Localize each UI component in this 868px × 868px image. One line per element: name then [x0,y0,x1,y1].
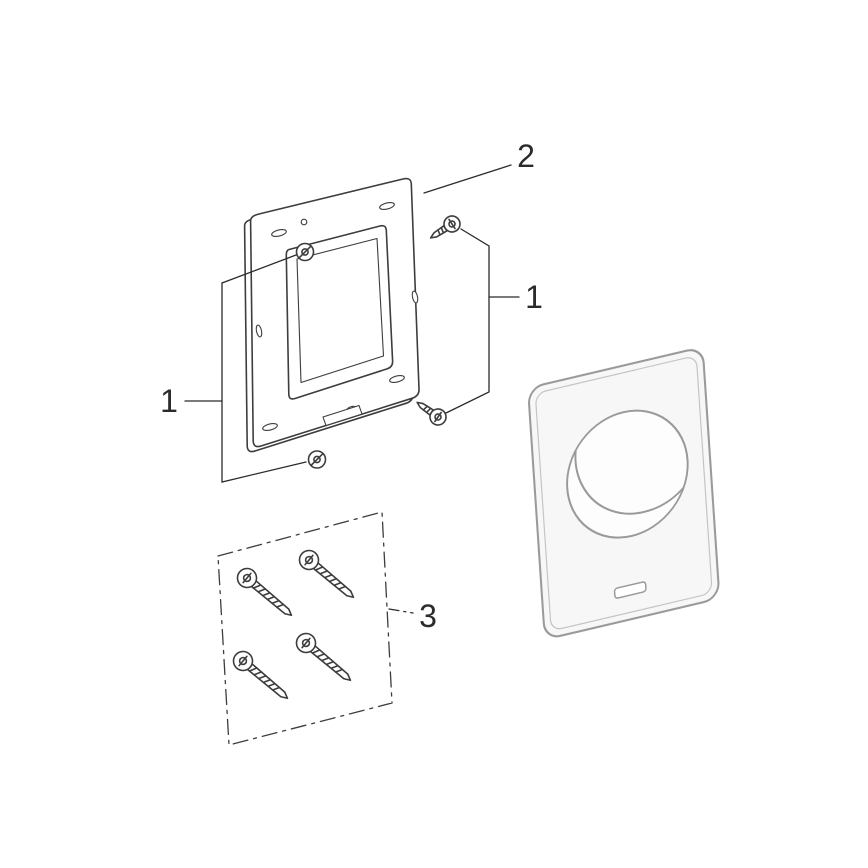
screw-icon [228,646,295,707]
mounting-screw-bottom-right [411,395,450,429]
leader-bracket-right [445,228,490,414]
flush-plate-bevel [535,357,713,630]
frame-screw-top [295,242,315,262]
kit-screw-1 [232,563,299,624]
frame-hole-top [300,218,308,226]
leader-bracket-left [221,254,307,483]
flush-plate [528,349,720,638]
screw-kit-box [217,511,393,746]
screw-icon [232,563,299,624]
frame-slot-top-left [271,229,287,237]
flush-button-crescent [574,450,685,515]
callout-lines [184,164,520,614]
screw-icon [294,545,361,606]
callout-label-2: 2 [517,138,535,174]
leader-line-3 [388,608,414,614]
frame-slot-left-mid [255,324,263,338]
screw-icon [291,628,358,689]
flush-plate-indicator-slot [613,581,647,599]
screw-icon [425,212,464,246]
frame-tab [322,404,363,427]
callout-label-1-right: 1 [525,279,543,315]
frame-slot-top-right [379,202,395,210]
mounting-screw-top-right [425,212,464,246]
screw-kit [217,511,393,746]
kit-screw-3 [228,646,295,707]
frame-slot-bottom-right [389,375,405,383]
frame-slot-bottom-left [262,423,278,431]
frame-opening-edge [285,224,394,400]
mounting-frame [243,177,464,469]
callout-label-3: 3 [419,598,437,634]
frame-opening-depth [296,237,385,384]
callout-label-1-left: 1 [160,383,178,419]
screw-icon [411,395,450,429]
flush-button [566,409,689,539]
kit-screw-2 [294,545,361,606]
kit-screw-4 [291,628,358,689]
frame-screw-bottom [307,450,327,469]
frame-slot-right-mid [411,290,419,304]
leader-line-2 [423,164,512,194]
